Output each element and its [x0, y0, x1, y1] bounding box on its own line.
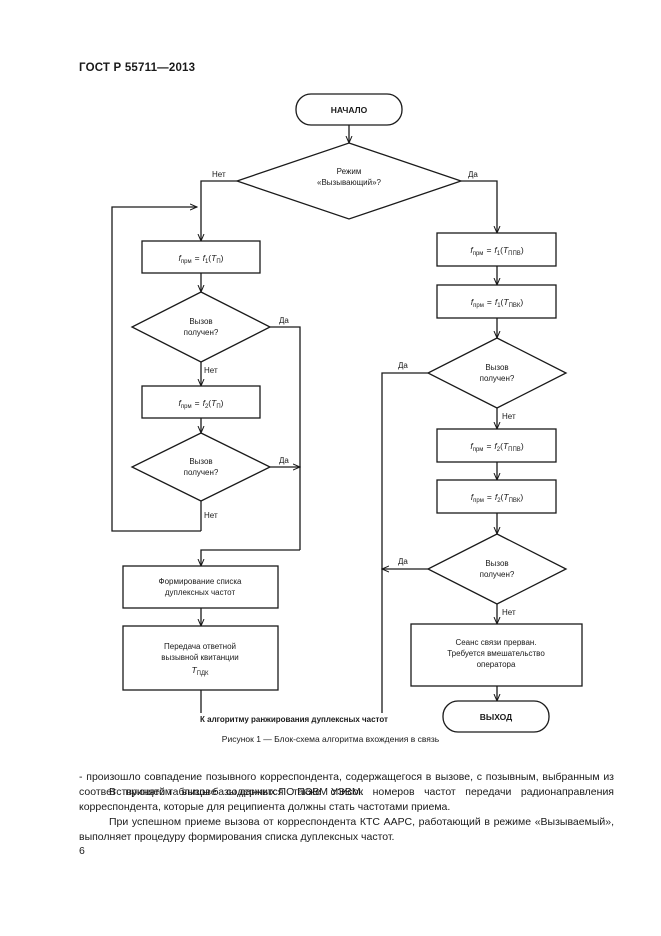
label-yes-mode: Да	[468, 170, 478, 179]
formation-line1: Формирование списка	[159, 577, 242, 586]
box-transmit	[122, 625, 279, 691]
box-f1-tpvk	[436, 284, 557, 319]
box-f1-tp	[141, 240, 261, 274]
label-no-dec4: Нет	[502, 608, 516, 617]
dec1-line2: получен?	[184, 328, 219, 337]
decision-call-received-2	[130, 432, 272, 502]
label-no-dec3: Нет	[502, 412, 516, 421]
mode-q-line2: «Вызывающий»?	[317, 178, 382, 187]
page-number: 6	[79, 845, 85, 857]
dec1-line1: Вызов	[189, 317, 212, 326]
mode-decision	[234, 142, 464, 220]
label-no-dec1: Нет	[204, 366, 218, 375]
paragraph-2: В принятом вызове содержится также списо…	[79, 786, 614, 813]
formula-f1-tp: fпрм=f1(TП)	[179, 253, 224, 265]
decision-call-received-3	[426, 337, 568, 409]
box-comm-broken	[410, 623, 583, 687]
formula-f1-tppv: fпрм=f1(TППВ)	[470, 245, 523, 257]
comm-broken-line3: оператора	[477, 660, 516, 669]
label-yes-dec2: Да	[279, 456, 289, 465]
exit-label: ВЫХОД	[480, 712, 512, 722]
formation-line2: дуплексных частот	[165, 588, 236, 597]
decision-call-received-1	[130, 291, 272, 363]
dec2-line2: получен?	[184, 468, 219, 477]
transmit-tpdk: TПДК	[191, 665, 209, 677]
formula-f2-tp: fпрм=f2(TП)	[179, 398, 224, 410]
label-yes-dec4: Да	[398, 557, 408, 566]
formula-f1-tpvk: fпрм=f1(TПВК)	[471, 297, 524, 309]
formula-f2-tppv: fпрм=f2(TППВ)	[470, 441, 523, 453]
transmit-line2: вызывной квитанции	[161, 653, 238, 662]
formula-f2-tpvk: fпрм=f2(TПВК)	[471, 492, 524, 504]
box-f2-tppv	[436, 428, 557, 463]
box-formation	[122, 565, 279, 609]
dec3-line1: Вызов	[485, 363, 508, 372]
mode-q-line1: Режим	[337, 167, 362, 176]
label-yes-dec1: Да	[279, 316, 289, 325]
label-no-mode: Нет	[212, 170, 226, 179]
figure-caption: Рисунок 1 — Блок-схема алгоритма вхожден…	[221, 734, 440, 744]
paragraph-3: При успешном приеме вызова от корреспонд…	[79, 816, 614, 843]
box-f1-tppv	[436, 232, 557, 267]
decision-call-received-4	[426, 533, 568, 605]
flowchart: НАЧАЛО Режим «Вызывающий»? Нет Да fпрм=f…	[111, 93, 583, 733]
dec4-line2: получен?	[480, 570, 515, 579]
label-yes-dec3: Да	[398, 361, 408, 370]
dec2-line1: Вызов	[189, 457, 212, 466]
comm-broken-line1: Сеанс связи прерван.	[455, 638, 536, 647]
exit-terminal	[442, 700, 550, 733]
start-label: НАЧАЛО	[331, 105, 368, 115]
paragraph-1: - произошло совпадение позывного корресп…	[79, 771, 614, 798]
comm-broken-line2: Требуется вмешательство	[447, 649, 545, 658]
to-algorithm-label: К алгоритму ранжирования дуплексных част…	[200, 715, 388, 724]
box-f2-tp	[141, 385, 261, 419]
dec4-line1: Вызов	[485, 559, 508, 568]
label-no-dec2: Нет	[204, 511, 218, 520]
dec3-line2: получен?	[480, 374, 515, 383]
document-header: ГОСТ Р 55711—2013	[79, 62, 196, 74]
transmit-line1: Передача ответной	[164, 642, 236, 651]
